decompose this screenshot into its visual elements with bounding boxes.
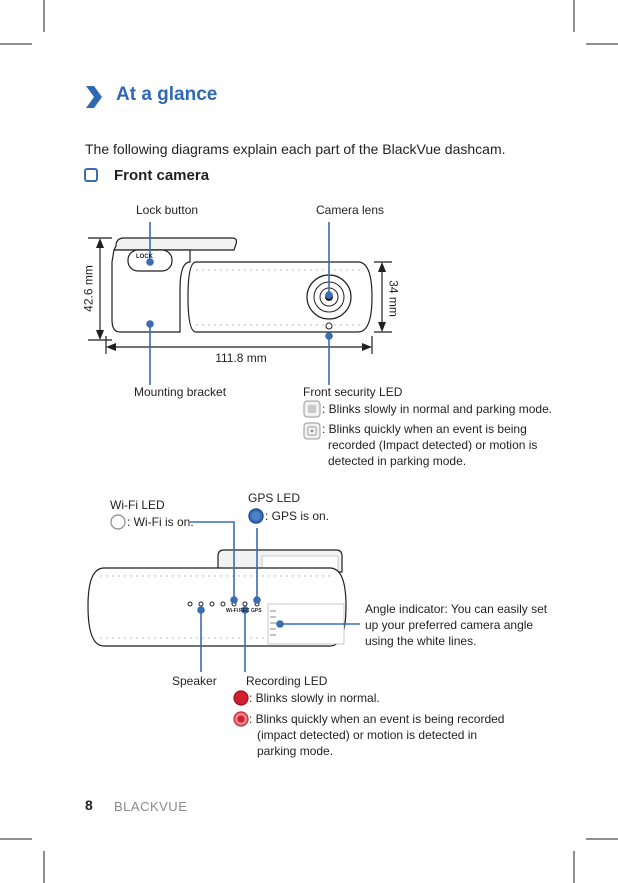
speaker-label: Speaker [172,674,217,688]
dimension-lines [88,237,392,354]
gps-led-desc: : GPS is on. [265,509,330,523]
side-callouts [190,521,360,672]
intro-text: The following diagrams explain each part… [85,141,506,157]
front-led-quick-desc-2: recorded (Impact detected) or motion is [328,438,538,452]
recording-led-label: Recording LED [246,674,328,688]
height-right-label: 34 mm [386,280,401,317]
page-title: At a glance [116,84,218,105]
lock-engraving: LOCK [136,254,153,260]
footer-brand: BLACKVUE [114,799,188,814]
front-led-quick-desc: : Blinks quickly when an event is being [322,422,527,436]
chevron-icon [86,86,102,108]
wifi-led-desc: : Wi-Fi is on. [127,515,194,529]
section-title: Front camera [114,167,210,184]
page-number: 8 [85,797,93,813]
side-led-icons [110,508,264,727]
angle-indicator-desc: Angle indicator: You can easily set [365,602,548,616]
led-label-wifi: Wi-Fi [226,608,239,614]
led-label-rec: REC [239,608,250,614]
square-bullet-icon [84,168,98,182]
front-callouts [146,222,333,385]
width-label: 111.8 mm [215,351,267,365]
front-security-led-label: Front security LED [303,385,403,399]
angle-indicator-desc-3: using the white lines. [365,634,477,648]
rec-led-quick-desc-3: parking mode. [257,744,334,758]
height-left-label: 42.6 mm [81,265,96,312]
led-label-gps: GPS [251,608,262,614]
camera-lens-label: Camera lens [316,203,385,217]
rec-led-quick-desc-2: (impact detected) or motion is detected … [257,728,478,742]
wifi-led-label: Wi-Fi LED [110,498,165,512]
front-led-slow-desc: : Blinks slowly in normal and parking mo… [322,402,553,416]
side-camera-drawing [87,549,347,647]
front-led-icons [303,400,321,440]
angle-indicator-desc-2: up your preferred camera angle [365,618,534,632]
rec-led-quick-desc: : Blinks quickly when an event is being … [249,712,505,726]
front-camera-drawing [111,237,373,333]
lock-button-label: Lock button [136,203,199,217]
front-led-quick-desc-3: detected in parking mode. [328,454,467,468]
gps-led-label: GPS LED [248,491,301,505]
rec-led-slow-desc: : Blinks slowly in normal. [249,691,380,705]
mounting-bracket-label: Mounting bracket [134,385,227,399]
